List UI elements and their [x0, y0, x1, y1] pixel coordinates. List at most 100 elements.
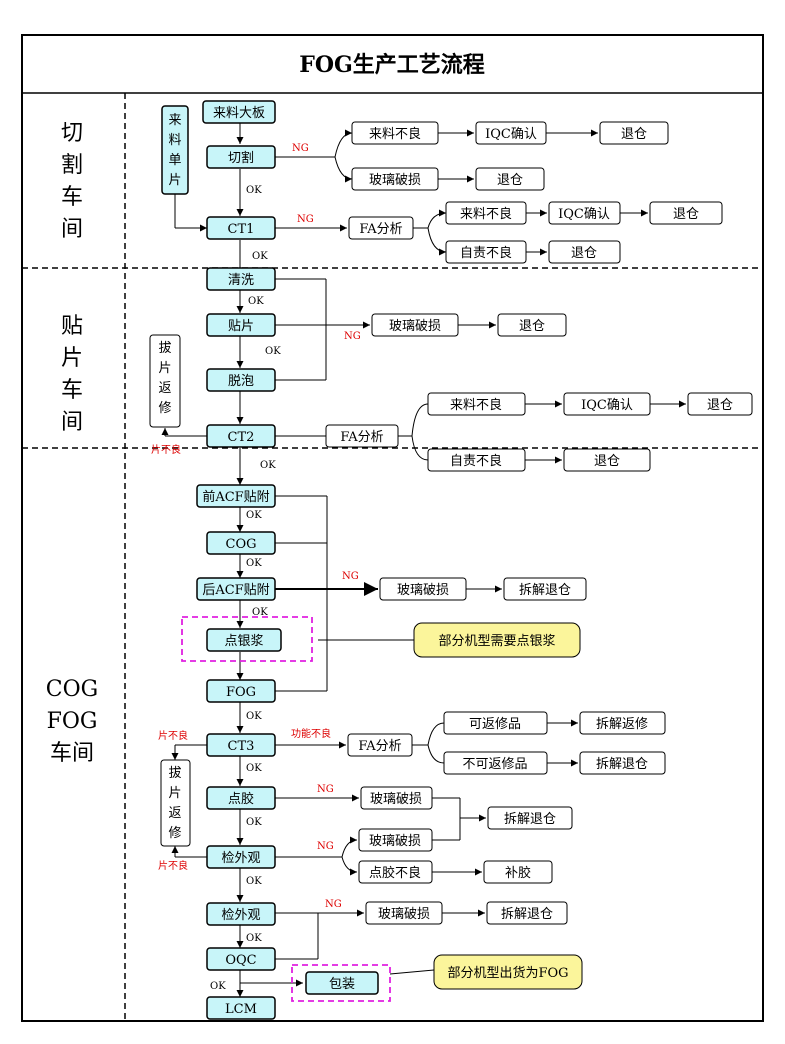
svg-text:后ACF贴附: 后ACF贴附	[202, 583, 269, 598]
svg-text:点胶不良: 点胶不良	[369, 865, 421, 881]
svg-text:OK: OK	[246, 558, 262, 569]
svg-text:玻璃破损: 玻璃破损	[389, 319, 441, 334]
process-fog: FOG	[206, 679, 276, 703]
outcome-glass-2: 玻璃破损	[371, 313, 459, 337]
outcome-iqc-3: IQC确认	[563, 392, 651, 416]
svg-text:FA分析: FA分析	[359, 222, 402, 237]
svg-text:车: 车	[61, 185, 83, 210]
outcome-not-repairable: 不可返修品	[443, 751, 548, 775]
outcome-glass-5: 玻璃破损	[358, 828, 433, 852]
svg-text:CT3: CT3	[228, 739, 255, 754]
outcome-glass-6: 玻璃破损	[365, 901, 443, 925]
svg-text:来: 来	[168, 113, 181, 128]
svg-text:NG: NG	[297, 214, 314, 225]
outcome-disassemble-repair: 拆解返修	[579, 711, 666, 735]
process-cut: 切割	[206, 145, 276, 169]
svg-text:IQC确认: IQC确认	[581, 398, 633, 413]
process-inspect-2: 检外观	[206, 902, 276, 926]
svg-text:OQC: OQC	[225, 953, 256, 968]
svg-text:来料不良: 来料不良	[450, 397, 502, 413]
svg-text:OK: OK	[248, 296, 264, 307]
svg-text:LCM: LCM	[225, 1002, 257, 1017]
outcome-disassemble-2: 拆解退仓	[579, 751, 666, 775]
process-post-acf: 后ACF贴附	[196, 577, 276, 601]
svg-text:OK: OK	[246, 763, 262, 774]
process-cog: COG	[206, 531, 276, 555]
svg-text:间: 间	[61, 410, 83, 435]
process-ct3: CT3	[206, 733, 276, 757]
process-incoming-single: 来 料 单 片	[161, 105, 189, 195]
svg-text:FOG: FOG	[226, 685, 256, 700]
callout-silver-note: 部分机型需要点银浆	[413, 622, 581, 658]
section-label-cut: 切 割 车 间	[61, 121, 83, 242]
svg-text:OK: OK	[246, 876, 262, 887]
svg-text:车: 车	[61, 378, 83, 403]
outcome-glass-3: 玻璃破损	[379, 577, 467, 601]
svg-text:贴: 贴	[61, 314, 83, 339]
svg-text:包装: 包装	[329, 977, 355, 992]
process-attach: 贴片	[206, 313, 276, 337]
svg-text:自责不良: 自责不良	[450, 453, 502, 469]
outcome-glue-bad: 点胶不良	[358, 860, 433, 884]
svg-text:玻璃破损: 玻璃破损	[370, 792, 422, 807]
outcome-disassemble-1: 拆解退仓	[503, 577, 587, 601]
svg-text:点胶: 点胶	[228, 791, 254, 807]
edge-labels: OK OK OK OK OK OK OK OK OK OK OK OK OK O…	[151, 143, 361, 992]
silver-optional-highlight	[181, 616, 313, 662]
svg-text:片: 片	[168, 786, 181, 801]
svg-text:检外观: 检外观	[221, 908, 260, 923]
svg-text:退仓: 退仓	[594, 454, 620, 469]
outcome-return-4: 退仓	[548, 240, 621, 264]
svg-text:单: 单	[168, 153, 181, 168]
svg-text:FOG: FOG	[47, 709, 98, 734]
svg-text:OK: OK	[252, 607, 268, 618]
svg-text:不可返修品: 不可返修品	[462, 757, 527, 772]
svg-text:片不良: 片不良	[151, 443, 181, 456]
svg-text:修: 修	[158, 401, 171, 416]
svg-text:CT2: CT2	[228, 430, 255, 445]
outcome-return-1: 退仓	[599, 121, 669, 145]
svg-text:OK: OK	[246, 817, 262, 828]
svg-text:玻璃破损: 玻璃破损	[397, 583, 449, 598]
svg-text:玻璃破损: 玻璃破损	[369, 173, 421, 188]
svg-text:NG: NG	[292, 143, 309, 154]
svg-text:来料大板: 来料大板	[213, 106, 265, 121]
svg-text:前ACF贴附: 前ACF贴附	[202, 489, 269, 505]
outcome-disassemble-4: 拆解退仓	[486, 901, 568, 925]
svg-text:OK: OK	[246, 185, 262, 196]
outcome-fa-1: FA分析	[348, 216, 414, 240]
page-title: FOG生产工艺流程	[299, 52, 485, 78]
svg-text:OK: OK	[210, 981, 226, 992]
connectors	[161, 122, 686, 997]
outcome-incoming-bad-1: 来料不良	[351, 121, 439, 145]
svg-text:功能不良: 功能不良	[291, 727, 331, 740]
svg-text:自责不良: 自责不良	[460, 245, 512, 261]
svg-text:切: 切	[61, 121, 83, 146]
svg-text:NG: NG	[317, 841, 334, 852]
svg-text:OK: OK	[246, 510, 262, 521]
process-ct2: CT2	[206, 424, 276, 448]
svg-text:OK: OK	[246, 711, 262, 722]
outcome-glass-1: 玻璃破损	[351, 167, 439, 191]
outcome-return-7: 退仓	[563, 448, 651, 472]
svg-text:IQC确认: IQC确认	[558, 207, 610, 222]
outcome-fa-3: FA分析	[347, 733, 413, 757]
svg-text:贴片: 贴片	[228, 319, 254, 334]
svg-text:修: 修	[168, 826, 181, 841]
rework-box-1: 拔 片 返 修	[149, 334, 181, 428]
svg-text:COG: COG	[226, 537, 257, 552]
svg-text:CT1: CT1	[228, 222, 255, 237]
process-pack: 包装	[305, 971, 379, 995]
svg-text:OK: OK	[246, 933, 262, 944]
svg-text:拔: 拔	[168, 766, 181, 781]
svg-text:拆解退仓: 拆解退仓	[596, 757, 648, 772]
process-lcm: LCM	[206, 996, 276, 1020]
svg-text:拆解退仓: 拆解退仓	[519, 583, 571, 598]
outcome-incoming-bad-3: 来料不良	[427, 392, 526, 416]
svg-text:拆解退仓: 拆解退仓	[501, 907, 553, 922]
svg-text:退仓: 退仓	[497, 173, 523, 188]
svg-text:退仓: 退仓	[519, 319, 545, 334]
process-incoming-board: 来料大板	[202, 100, 276, 124]
pack-optional-highlight	[291, 964, 391, 1002]
